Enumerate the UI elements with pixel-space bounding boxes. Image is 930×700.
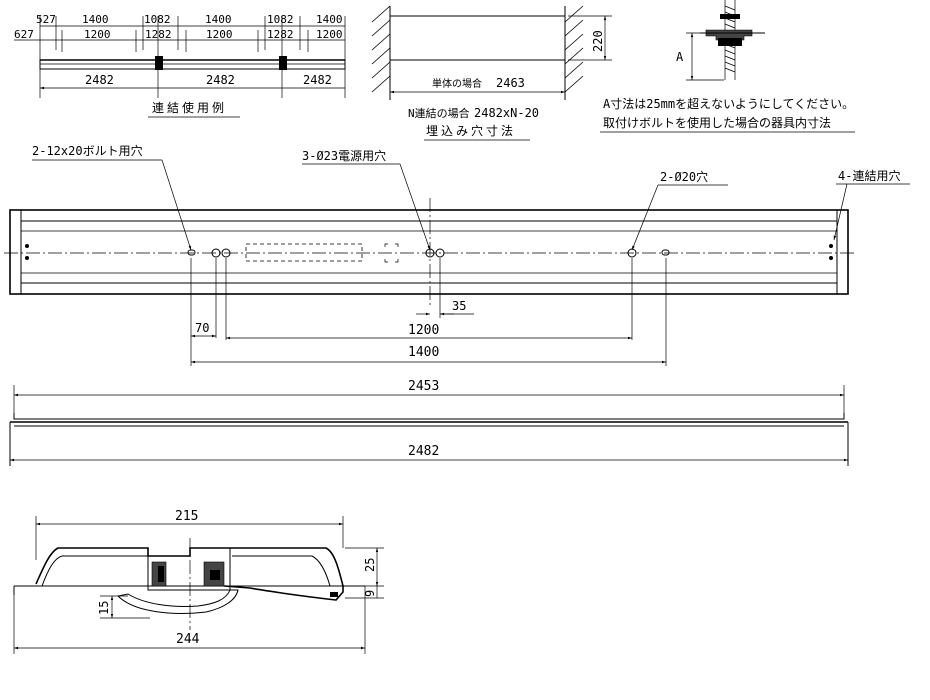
bolt-note-2: 取付けボルトを使用した場合の器具内寸法 <box>603 115 831 130</box>
dim-9: 9 <box>363 590 377 597</box>
callout-power-holes: 3-Ø23電源用穴 <box>302 148 386 163</box>
dim-2453: 2453 <box>408 379 439 394</box>
dim-2482-c: 2482 <box>303 73 332 87</box>
dim-1082-a: 1082 <box>144 13 171 26</box>
dim-15: 15 <box>97 601 111 615</box>
dim-220: 220 <box>591 30 605 52</box>
connection-caption: 連結使用例 <box>152 100 227 115</box>
dim-70: 70 <box>195 321 209 335</box>
callout-link-holes: 4-連結用穴 <box>838 168 900 183</box>
bolt-detail: A A寸法は25mmを超えないようにしてください。 取付けボルトを使用した場合の… <box>600 0 855 133</box>
dim-1200-a: 1200 <box>84 28 111 41</box>
single-label: 単体の場合 <box>432 77 482 90</box>
ceiling-cutout: 220 単体の場合 2463 N連結の場合 2482xN-20 埋込み穴寸法 <box>371 5 612 141</box>
dim-2482: 2482 <box>408 444 439 459</box>
dim-1400-b: 1400 <box>205 13 232 26</box>
dim-25: 25 <box>363 558 377 572</box>
dim-1400: 1400 <box>408 345 439 360</box>
single-value: 2463 <box>496 76 525 90</box>
callout-20-holes: 2-Ø20穴 <box>660 169 708 184</box>
dim-1400-a: 1400 <box>82 13 109 26</box>
dim-2482-b: 2482 <box>206 73 235 87</box>
dim-627: 627 <box>14 28 34 41</box>
dim-244: 244 <box>176 632 200 647</box>
plan-view: 2-12x20ボルト用穴 3-Ø23電源用穴 2-Ø20穴 4-連結用穴 <box>4 143 910 366</box>
dim-a: A <box>676 50 684 64</box>
callout-bolt-holes: 2-12x20ボルト用穴 <box>32 143 143 158</box>
dim-1200-c: 1200 <box>316 28 343 41</box>
dim-1282-a: 1282 <box>145 28 172 41</box>
dim-1400-c: 1400 <box>316 13 343 26</box>
n-connect-label: N連結の場合 <box>408 106 470 120</box>
section-view: 215 25 9 15 244 <box>13 509 384 654</box>
cutout-caption: 埋込み穴寸法 <box>426 123 516 138</box>
dim-1282-b: 1282 <box>267 28 294 41</box>
n-connect-value: 2482xN-20 <box>474 106 539 120</box>
dim-1082-b: 1082 <box>267 13 294 26</box>
dim-215: 215 <box>175 509 198 524</box>
dim-2482-a: 2482 <box>85 73 114 87</box>
connection-example: 527 1400 1082 1400 1082 1400 627 1200 12… <box>14 13 346 118</box>
side-view: 2453 2482 <box>9 379 849 466</box>
bolt-note-1: A寸法は25mmを超えないようにしてください。 <box>603 96 854 111</box>
dim-1200-b: 1200 <box>206 28 233 41</box>
dim-1200: 1200 <box>408 323 439 338</box>
dim-527: 527 <box>36 13 56 26</box>
dim-35: 35 <box>452 299 466 313</box>
